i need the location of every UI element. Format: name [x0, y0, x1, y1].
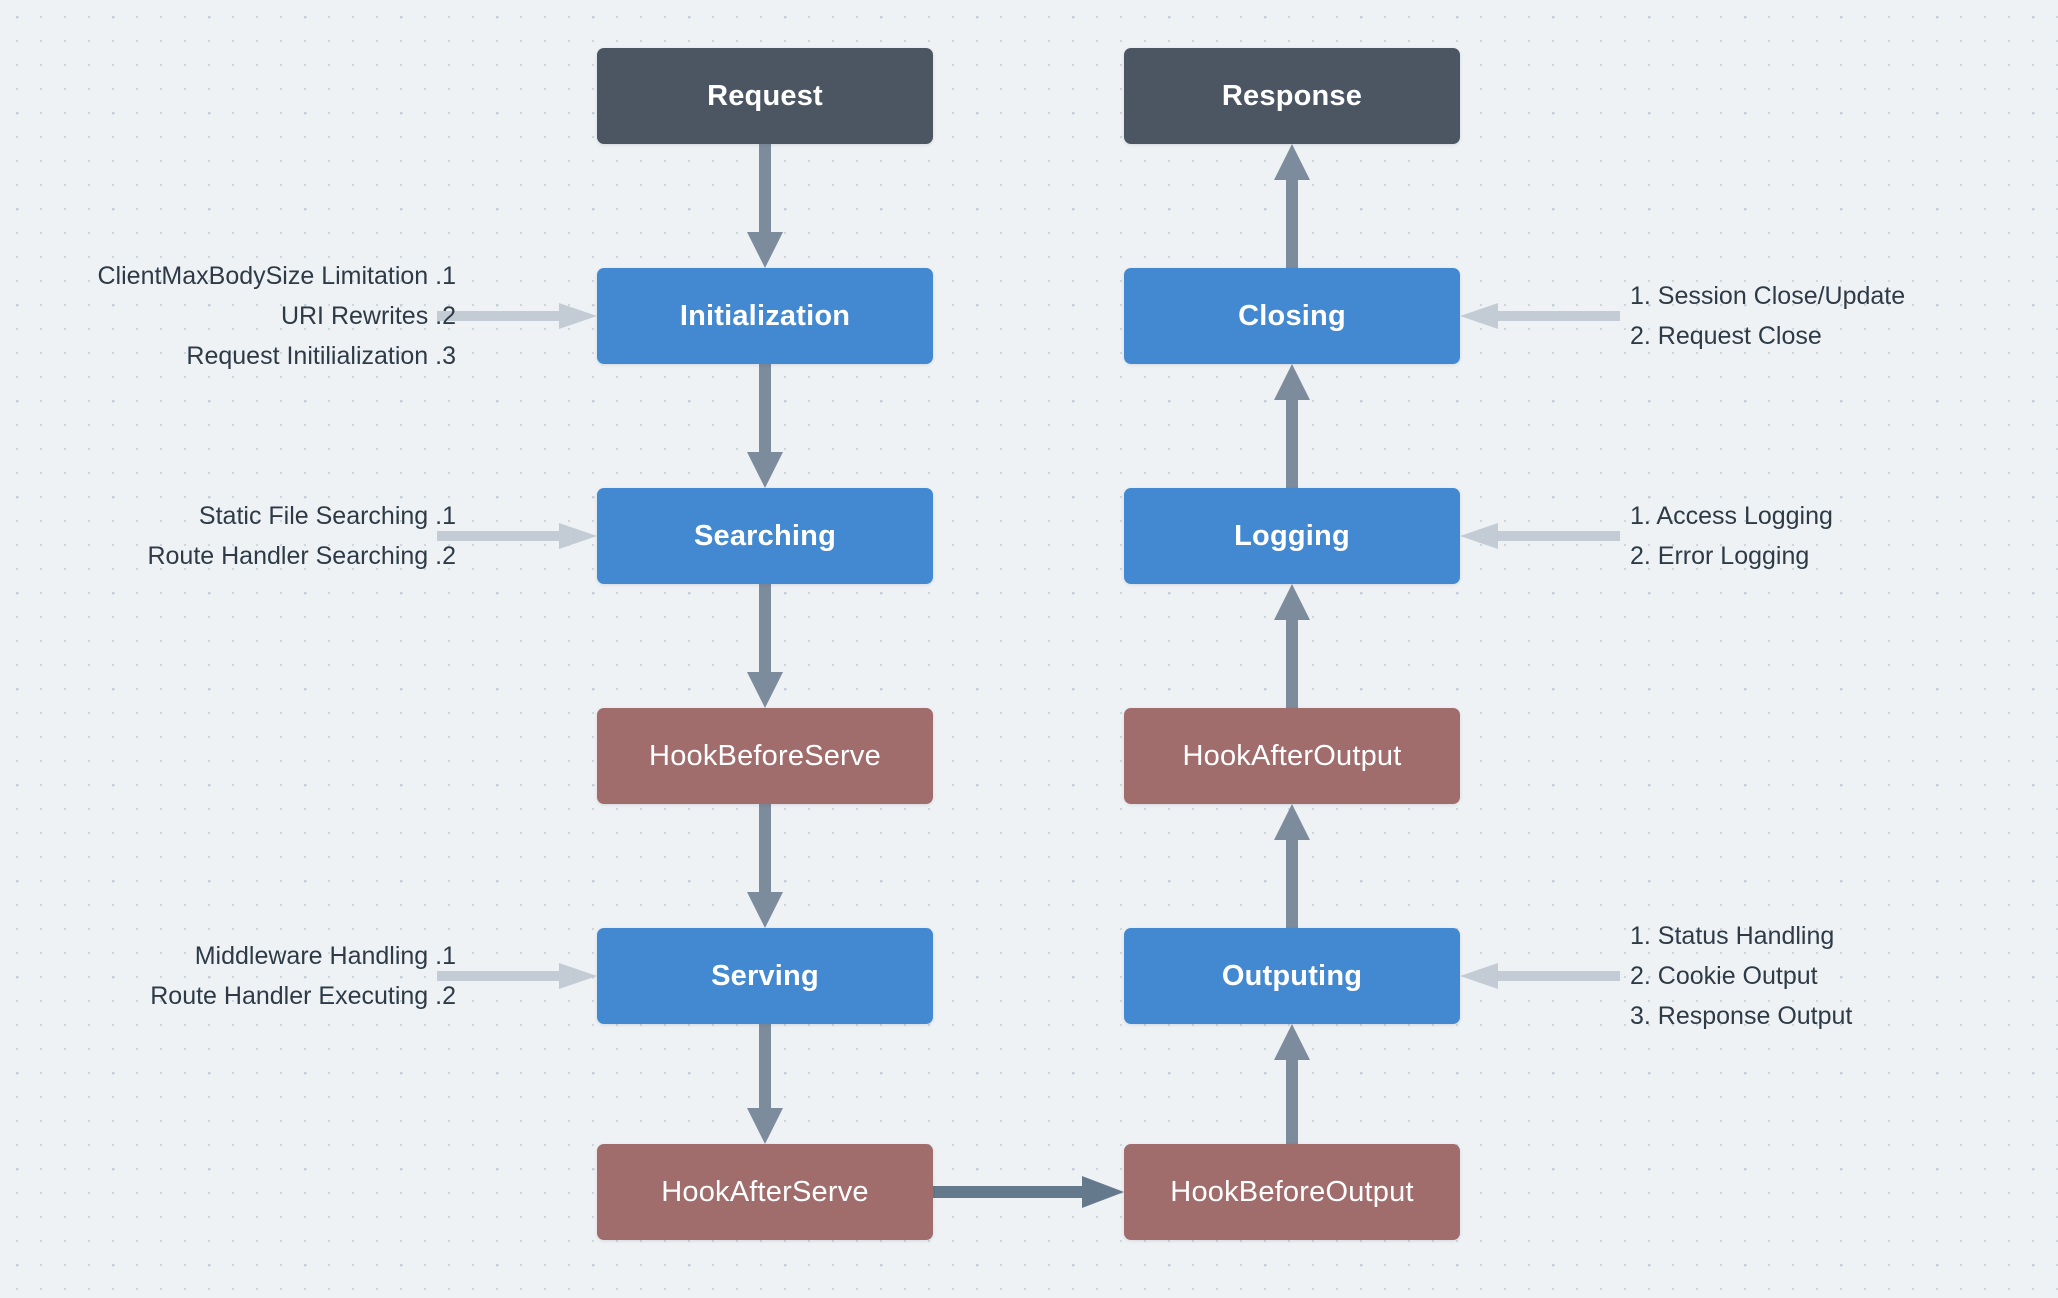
- annotation-initialization: ClientMaxBodySize Limitation .1 URI Rewr…: [98, 256, 457, 376]
- annotation-line: 2. Error Logging: [1630, 542, 1810, 570]
- annotation-line: ClientMaxBodySize Limitation .1: [97, 262, 457, 290]
- annotation-line: 2. Cookie Output: [1630, 962, 1818, 990]
- node-initialization[interactable]: Initialization: [597, 268, 933, 364]
- node-closing[interactable]: Closing: [1124, 268, 1460, 364]
- annotation-serving: Middleware Handling .1 Route Handler Exe…: [150, 936, 456, 1016]
- node-request[interactable]: Request: [597, 48, 933, 144]
- annotation-arrow-closing: [1460, 303, 1620, 329]
- annotation-arrow-logging: [1460, 523, 1620, 549]
- arrow-closing-to-response: [1268, 144, 1316, 268]
- arrow-request-to-initialization: [741, 144, 789, 268]
- arrow-serving-to-hookafterserve: [741, 1024, 789, 1144]
- arrow-searching-to-hookbeforeserve: [741, 584, 789, 708]
- node-outputing[interactable]: Outputing: [1124, 928, 1460, 1024]
- node-response[interactable]: Response: [1124, 48, 1460, 144]
- arrow-hookbeforeserve-to-serving: [741, 804, 789, 928]
- arrow-hookafteroutput-to-logging: [1268, 584, 1316, 708]
- annotation-arrow-serving: [437, 963, 597, 989]
- node-hook-after-serve[interactable]: HookAfterServe: [597, 1144, 933, 1240]
- annotation-arrow-searching: [437, 523, 597, 549]
- annotation-outputing: 1. Status Handling 2. Cookie Output 3. R…: [1630, 916, 1852, 1036]
- annotation-line: 1. Access Logging: [1630, 502, 1833, 530]
- annotation-line: 1. Session Close/Update: [1630, 282, 1906, 310]
- arrow-hookafterserve-to-hookbeforeoutput: [932, 1176, 1124, 1208]
- arrow-outputing-to-hookafteroutput: [1268, 804, 1316, 928]
- annotation-line: Route Handler Executing .2: [150, 982, 456, 1010]
- annotation-line: URI Rewrites .2: [280, 302, 456, 330]
- node-hook-before-serve[interactable]: HookBeforeServe: [597, 708, 933, 804]
- node-searching[interactable]: Searching: [597, 488, 933, 584]
- annotation-line: Route Handler Searching .2: [147, 542, 456, 570]
- annotation-line: Request Initilialization .3: [186, 342, 456, 370]
- node-serving[interactable]: Serving: [597, 928, 933, 1024]
- annotation-line: 2. Request Close: [1630, 322, 1822, 350]
- node-logging[interactable]: Logging: [1124, 488, 1460, 584]
- node-hook-after-output[interactable]: HookAfterOutput: [1124, 708, 1460, 804]
- node-hook-before-output[interactable]: HookBeforeOutput: [1124, 1144, 1460, 1240]
- annotation-arrow-outputing: [1460, 963, 1620, 989]
- annotation-arrow-initialization: [437, 303, 597, 329]
- annotation-logging: 1. Access Logging 2. Error Logging: [1630, 496, 1833, 576]
- annotation-line: Middleware Handling .1: [194, 942, 456, 970]
- annotation-line: 1. Status Handling: [1630, 922, 1835, 950]
- annotation-searching: Static File Searching .1 Route Handler S…: [147, 496, 456, 576]
- arrow-logging-to-closing: [1268, 364, 1316, 488]
- arrow-hookbeforeoutput-to-outputing: [1268, 1024, 1316, 1144]
- arrow-initialization-to-searching: [741, 364, 789, 488]
- annotation-closing: 1. Session Close/Update 2. Request Close: [1630, 276, 1905, 356]
- annotation-line: Static File Searching .1: [198, 502, 456, 530]
- annotation-line: 3. Response Output: [1630, 1002, 1853, 1030]
